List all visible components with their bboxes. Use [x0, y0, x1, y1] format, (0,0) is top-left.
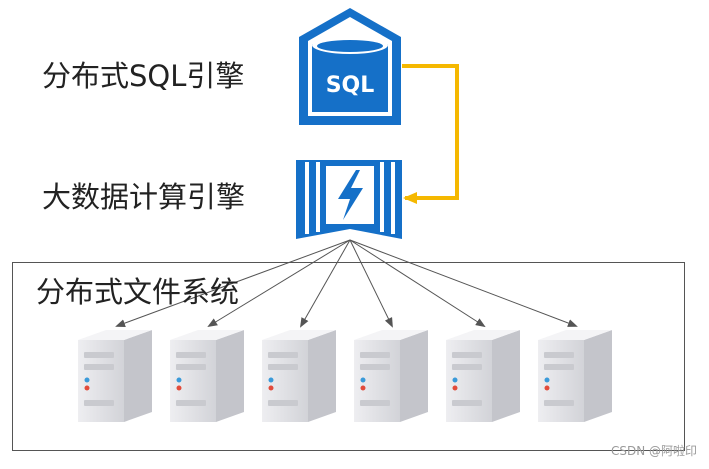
- arrow-server-4: [349, 239, 393, 328]
- server-row: [78, 330, 612, 422]
- watermark: CSDN @阿啦印: [610, 444, 697, 458]
- arrow-server-3: [300, 239, 351, 328]
- server-icon: [78, 330, 152, 422]
- label-bigdata-engine: 大数据计算引擎: [42, 180, 246, 214]
- arrow-server-6: [349, 239, 578, 327]
- sql-database-icon: SQL: [299, 8, 401, 125]
- arrow-server-1: [115, 239, 351, 327]
- server-icon: [262, 330, 336, 422]
- server-icon: [538, 330, 612, 422]
- dfs-frame: [12, 262, 685, 451]
- server-icon: [354, 330, 428, 422]
- label-distributed-file-system: 分布式文件系统: [36, 275, 240, 309]
- orange-flow-arrow: [402, 64, 459, 204]
- lightning-compute-icon: [296, 160, 402, 239]
- label-sql-engine: 分布式SQL引擎: [42, 59, 245, 93]
- sql-icon-text: SQL: [326, 73, 375, 98]
- arrow-server-5: [349, 239, 486, 328]
- server-icon: [170, 330, 244, 422]
- fanout-arrows: [115, 239, 578, 328]
- server-icon: [446, 330, 520, 422]
- arrow-server-2: [207, 239, 351, 328]
